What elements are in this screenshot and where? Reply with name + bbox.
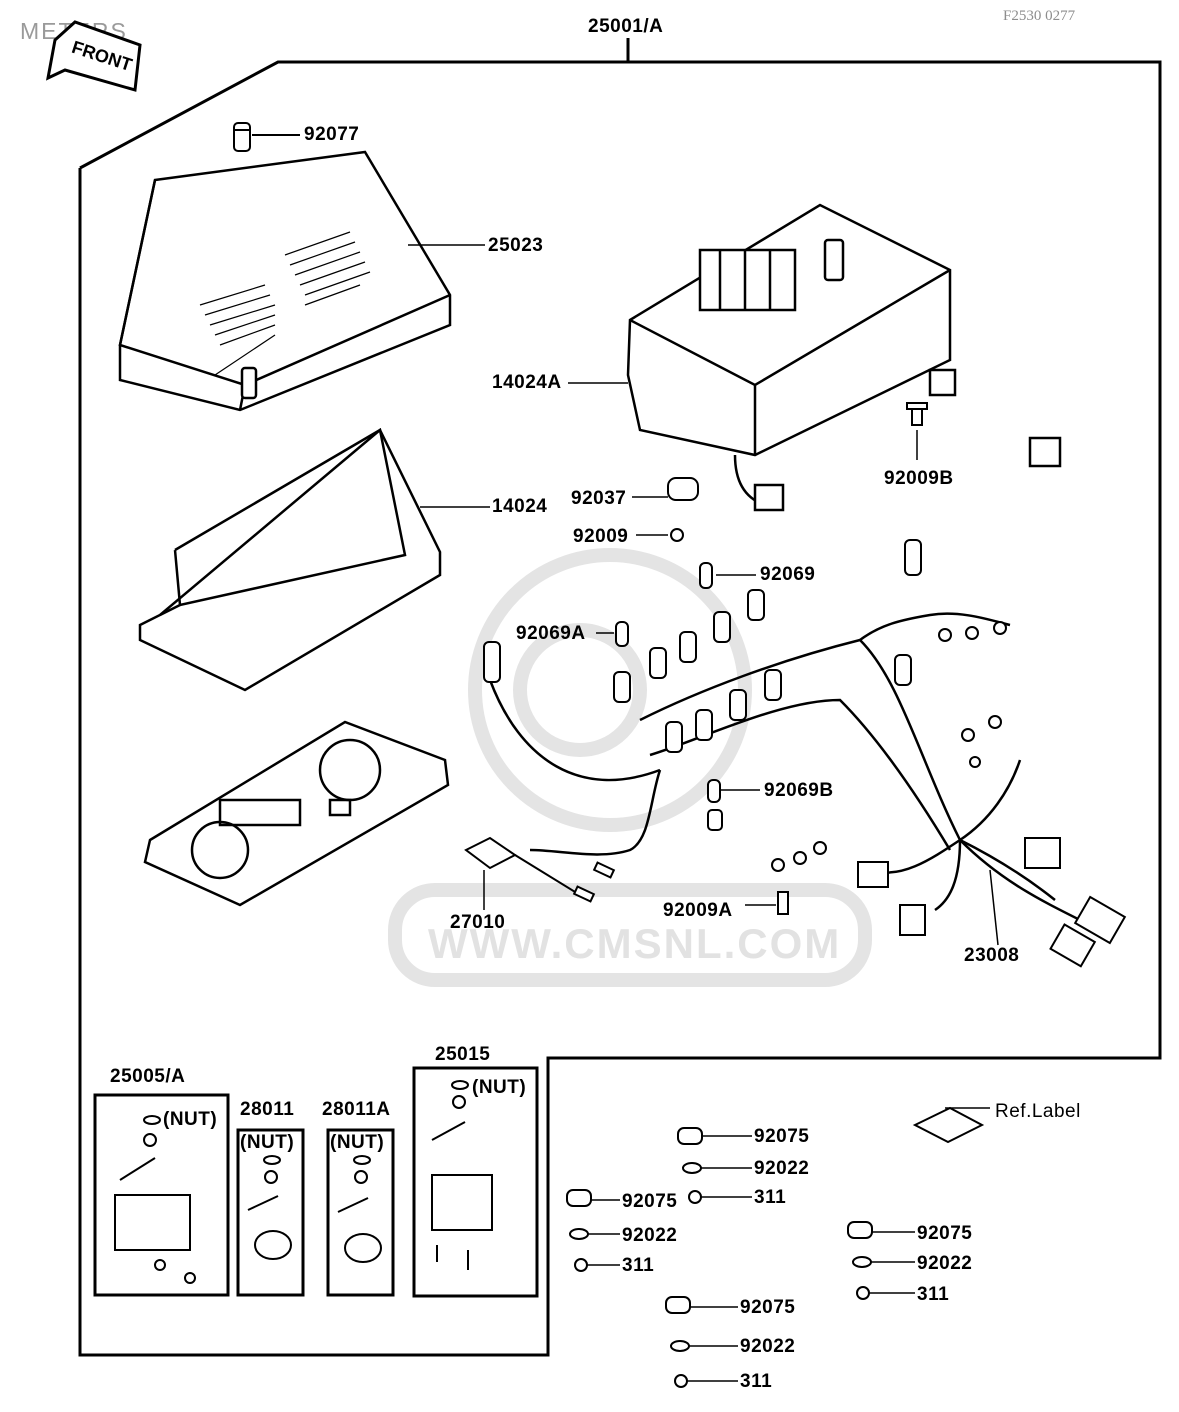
- part-92069A-label: 92069A: [516, 623, 586, 644]
- watermark-text: WWW.CMSNL.COM: [428, 920, 842, 967]
- hardware-2-311-label: 311: [622, 1255, 655, 1276]
- meter-lens-14024: [138, 428, 490, 692]
- kit-boxes: [93, 1066, 539, 1298]
- kit-28011A-nut-label: (NUT): [330, 1132, 385, 1153]
- part-25023-label: 25023: [488, 235, 544, 256]
- harness-connectors: [857, 837, 1127, 968]
- part-14024-label: 14024: [492, 496, 548, 517]
- screw-92009A: [777, 891, 789, 915]
- screw-92009: [636, 528, 684, 542]
- hardware-3-92075-label: 92075: [917, 1223, 973, 1244]
- hardware-1-92022-label: 92022: [754, 1158, 810, 1179]
- meter-cover-25023: [118, 150, 485, 412]
- part-92077-label: 92077: [304, 124, 360, 145]
- leader-lines: [483, 574, 999, 1109]
- part-92069B-label: 92069B: [764, 780, 834, 801]
- reference-label-drawing: [912, 1106, 985, 1144]
- part-27010-label: 27010: [450, 912, 506, 933]
- main-assembly-label: 25001/A: [588, 16, 664, 37]
- hardware-group-4: [665, 1296, 738, 1388]
- hardware-group-2: [566, 1189, 620, 1272]
- part-92009A-label: 92009A: [663, 900, 733, 921]
- hardware-4-311-label: 311: [740, 1371, 773, 1392]
- hardware-1-92075-label: 92075: [754, 1126, 810, 1147]
- kit-28011-label: 28011: [240, 1099, 295, 1120]
- hardware-4-92075-label: 92075: [740, 1297, 796, 1318]
- switch-27010: [464, 836, 616, 903]
- hardware-1-311-label: 311: [754, 1187, 787, 1208]
- kit-25015-label: 25015: [435, 1044, 491, 1065]
- main-assembly-frame: [78, 38, 1162, 1357]
- hardware-4-92022-label: 92022: [740, 1336, 796, 1357]
- kit-25015-nut-label: (NUT): [472, 1077, 527, 1098]
- drawing-reference-code: F2530 0277: [1003, 8, 1076, 24]
- hardware-group-1: [677, 1127, 752, 1204]
- part-14024A-label: 14024A: [492, 372, 562, 393]
- kit-28011-nut-label: (NUT): [240, 1132, 295, 1153]
- meter-case-14024A: [568, 203, 957, 512]
- screw-92009B: [906, 402, 928, 460]
- part-23008-label: 23008: [964, 945, 1020, 966]
- ref-label-text: Ref.Label: [995, 1101, 1081, 1122]
- kit-25005A-label: 25005/A: [110, 1066, 186, 1087]
- kit-25005A-nut-label: (NUT): [163, 1109, 218, 1130]
- clamp-92037: [632, 477, 699, 501]
- front-direction-arrow: FRONT: [45, 20, 142, 92]
- bulb-sockets: [483, 539, 922, 831]
- watermark-logo: [388, 548, 872, 987]
- part-92037-label: 92037: [571, 488, 627, 509]
- screw-92077: [233, 122, 300, 152]
- harness-ring-terminals: [771, 621, 1007, 872]
- kit-part-drawings: [114, 1080, 493, 1284]
- meter-panel: [143, 720, 450, 907]
- part-92009-label: 92009: [573, 526, 629, 547]
- hardware-2-92075-label: 92075: [622, 1191, 678, 1212]
- hardware-3-92022-label: 92022: [917, 1253, 973, 1274]
- kit-28011A-label: 28011A: [322, 1099, 391, 1120]
- hardware-2-92022-label: 92022: [622, 1225, 678, 1246]
- hardware-3-311-label: 311: [917, 1284, 950, 1305]
- wiring-harness-23008: [488, 436, 1081, 922]
- part-92069-label: 92069: [760, 564, 816, 585]
- part-92009B-label: 92009B: [884, 468, 954, 489]
- hardware-group-3: [847, 1221, 915, 1300]
